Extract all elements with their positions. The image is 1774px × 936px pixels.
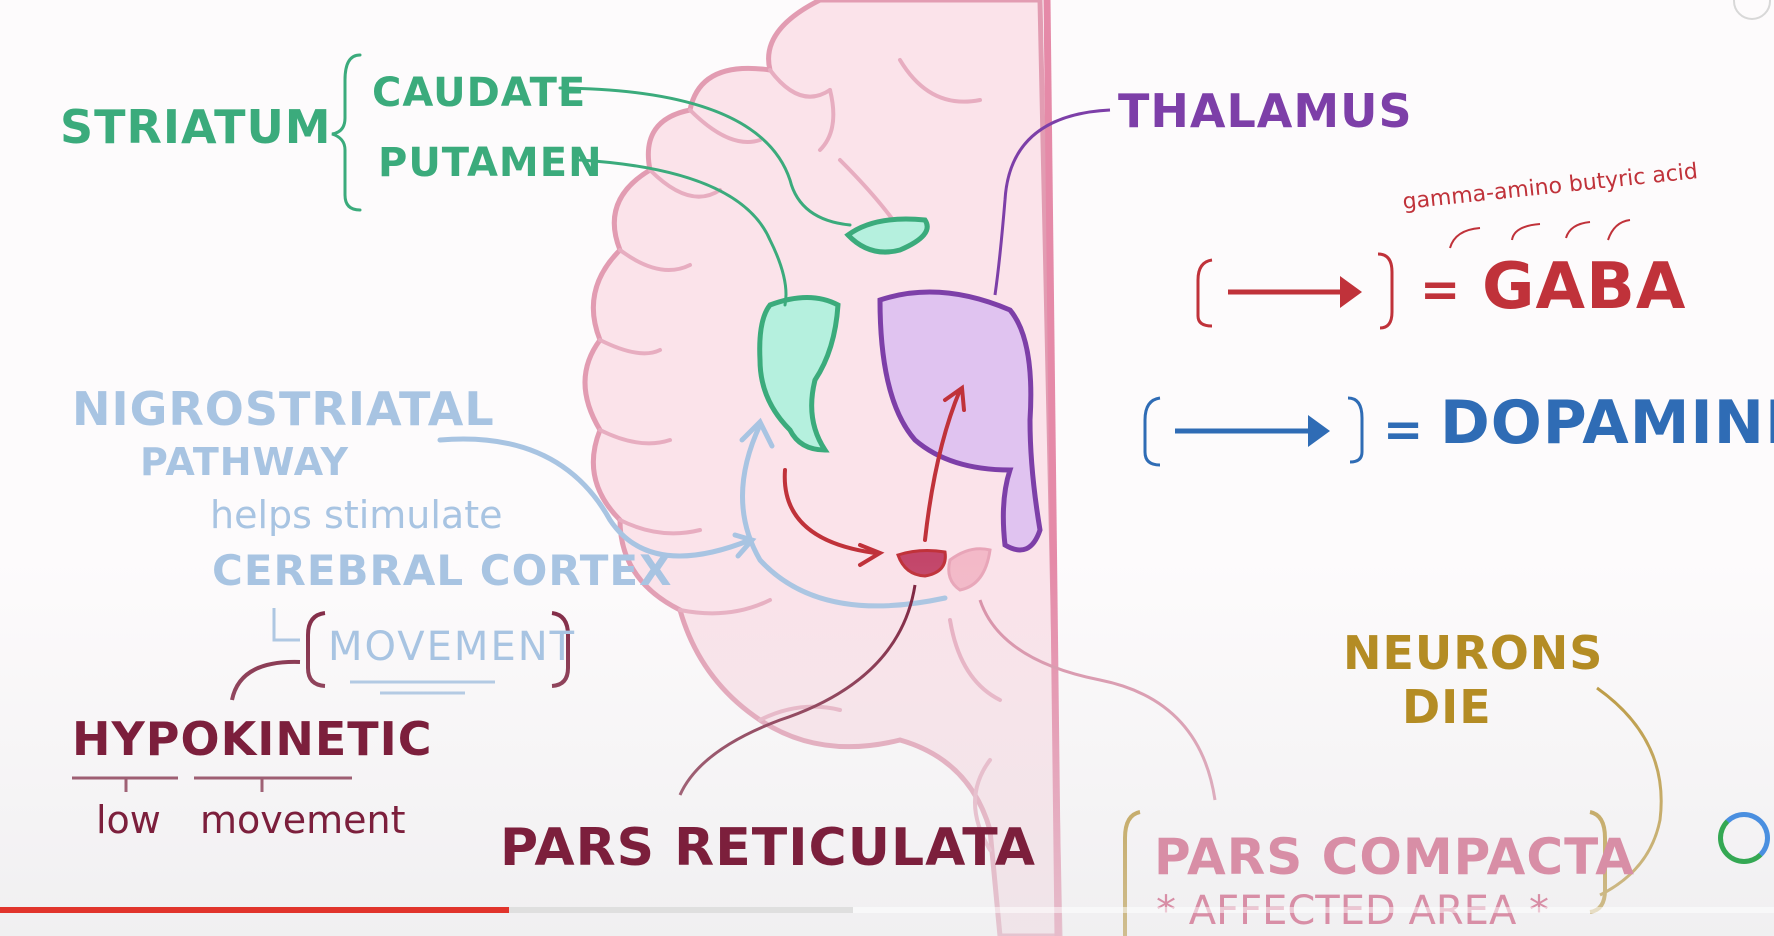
caudate-label: CAUDATE xyxy=(372,70,587,116)
dopamine-equals: = xyxy=(1383,402,1425,458)
thalamus-label: THALAMUS xyxy=(1118,84,1413,138)
pathway-label: PATHWAY xyxy=(140,440,350,484)
low-label: low xyxy=(96,798,161,842)
pars-compacta-label: PARS COMPACTA xyxy=(1154,828,1635,886)
neurons-label: NEURONS xyxy=(1343,626,1604,680)
channel-watermark-icon[interactable] xyxy=(1718,812,1770,864)
hypokinetic-underlines xyxy=(72,776,352,792)
gaba-arrows xyxy=(782,384,966,567)
gaba-label: GABA xyxy=(1482,250,1687,324)
helps-stimulate-label: helps stimulate xyxy=(210,493,503,537)
dopamine-label: DOPAMINE xyxy=(1440,388,1774,458)
progress-played xyxy=(0,907,510,913)
gaba-letter-brackets xyxy=(1449,219,1631,249)
putamen-shape xyxy=(757,295,841,453)
striatum-leaders xyxy=(331,53,852,307)
thalamus-shape xyxy=(877,289,1043,553)
putamen-label: PUTAMEN xyxy=(378,140,603,186)
hypokinetic-label: HYPOKINETIC xyxy=(72,712,433,766)
movement-label: movement xyxy=(200,798,406,842)
dopamine-legend-arrow xyxy=(1143,396,1364,467)
thalamus-leader xyxy=(993,108,1111,296)
striatum-label: STRIATUM xyxy=(60,100,332,154)
gaba-legend-arrow xyxy=(1196,252,1394,330)
die-label: DIE xyxy=(1402,680,1492,734)
movement-bracket-label: MOVEMENT xyxy=(328,624,577,670)
cerebral-cortex-label: CEREBRAL CORTEX xyxy=(212,546,673,595)
gaba-equals: = xyxy=(1420,262,1462,318)
nigrostriatal-label: NIGROSTRIATAL xyxy=(72,382,495,436)
pars-reticulata-label: PARS RETICULATA xyxy=(500,818,1036,878)
caudate-shape xyxy=(844,216,930,255)
video-progress-bar[interactable] xyxy=(0,907,1774,913)
